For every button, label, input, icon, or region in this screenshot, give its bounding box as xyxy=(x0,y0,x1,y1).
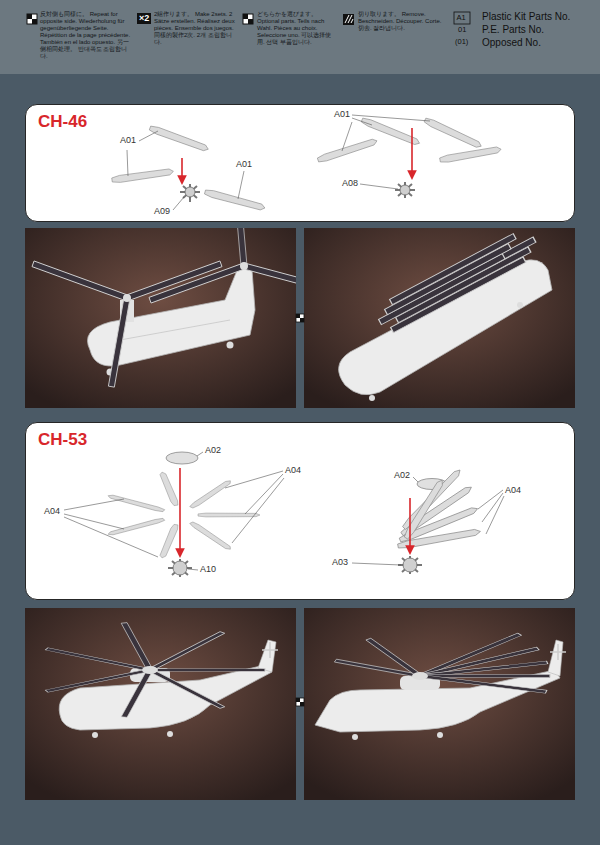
legend-text: 切り取ります。 Remove. Beschneiden. Découper. C… xyxy=(358,11,442,32)
part-number: A02 xyxy=(205,446,221,455)
ch53-exploded-left xyxy=(107,452,260,577)
ch46-exploded-left xyxy=(112,125,266,212)
part-number: A10 xyxy=(200,565,216,574)
part-number: A01 xyxy=(334,110,350,119)
ch53-photo-model xyxy=(45,623,278,738)
part-number: A04 xyxy=(285,466,301,475)
ch46-photo-model xyxy=(32,228,296,387)
ch53-photo-folded xyxy=(315,633,566,740)
legend-entry: 2組作ります。 Make 2sets. 2 Sätze erstellen. R… xyxy=(154,11,238,46)
part-number: A03 xyxy=(332,558,348,567)
ch53-exploded-right xyxy=(397,468,481,574)
ch46-photo-folded xyxy=(339,234,552,401)
photo-frame xyxy=(304,608,575,800)
legend-text: 2組作ります。 Make 2sets. 2 Sätze erstellen. R… xyxy=(154,11,238,46)
part-number: A01 xyxy=(236,160,252,169)
legend-entry: 切り取ります。 Remove. Beschneiden. Découper. C… xyxy=(358,11,442,32)
key-label: A1 xyxy=(457,14,466,22)
key-label: (01) xyxy=(455,38,468,46)
key-label: Opposed No. xyxy=(482,38,541,48)
ch46-exploded-right xyxy=(317,117,502,198)
repeat-icon xyxy=(296,314,304,322)
part-number: A04 xyxy=(505,486,521,495)
repeat-icon xyxy=(27,14,37,24)
part-number: A08 xyxy=(342,179,358,188)
photo-frame xyxy=(25,228,296,408)
part-number: A02 xyxy=(394,471,410,480)
leader-lines xyxy=(127,115,430,210)
step-panel: CH-46 xyxy=(25,104,575,222)
key-label: P.E. Parts No. xyxy=(482,25,544,35)
part-number-box xyxy=(454,12,470,24)
part-number: A04 xyxy=(44,507,60,516)
repeat-icon xyxy=(296,698,304,706)
make-two-icon xyxy=(137,13,151,24)
part-number: A09 xyxy=(154,207,170,216)
legend-text: 反対側も同様に。 Repeat for opposite side. Wiede… xyxy=(40,11,132,61)
legend-entry: 反対側も同様に。 Repeat for opposite side. Wiede… xyxy=(40,11,132,61)
photo-frame xyxy=(304,228,575,408)
panel-heading: CH-53 xyxy=(26,423,99,452)
leader-lines xyxy=(64,452,504,570)
option-icon xyxy=(243,14,253,24)
header-band xyxy=(0,0,600,74)
key-label: ×2 xyxy=(139,14,149,23)
key-label: Plastic Kit Parts No. xyxy=(482,12,570,22)
key-label: 01 xyxy=(458,26,466,34)
panel-heading: CH-46 xyxy=(26,105,99,134)
photo-frame xyxy=(25,608,296,800)
step-panel: CH-53 xyxy=(25,422,575,600)
legend-text: どちらかを選びます。 Optional parts. Teils nach Wa… xyxy=(257,11,338,46)
cut-icon xyxy=(343,14,354,25)
part-number: A01 xyxy=(120,136,136,145)
legend-entry: どちらかを選びます。 Optional parts. Teils nach Wa… xyxy=(257,11,338,46)
